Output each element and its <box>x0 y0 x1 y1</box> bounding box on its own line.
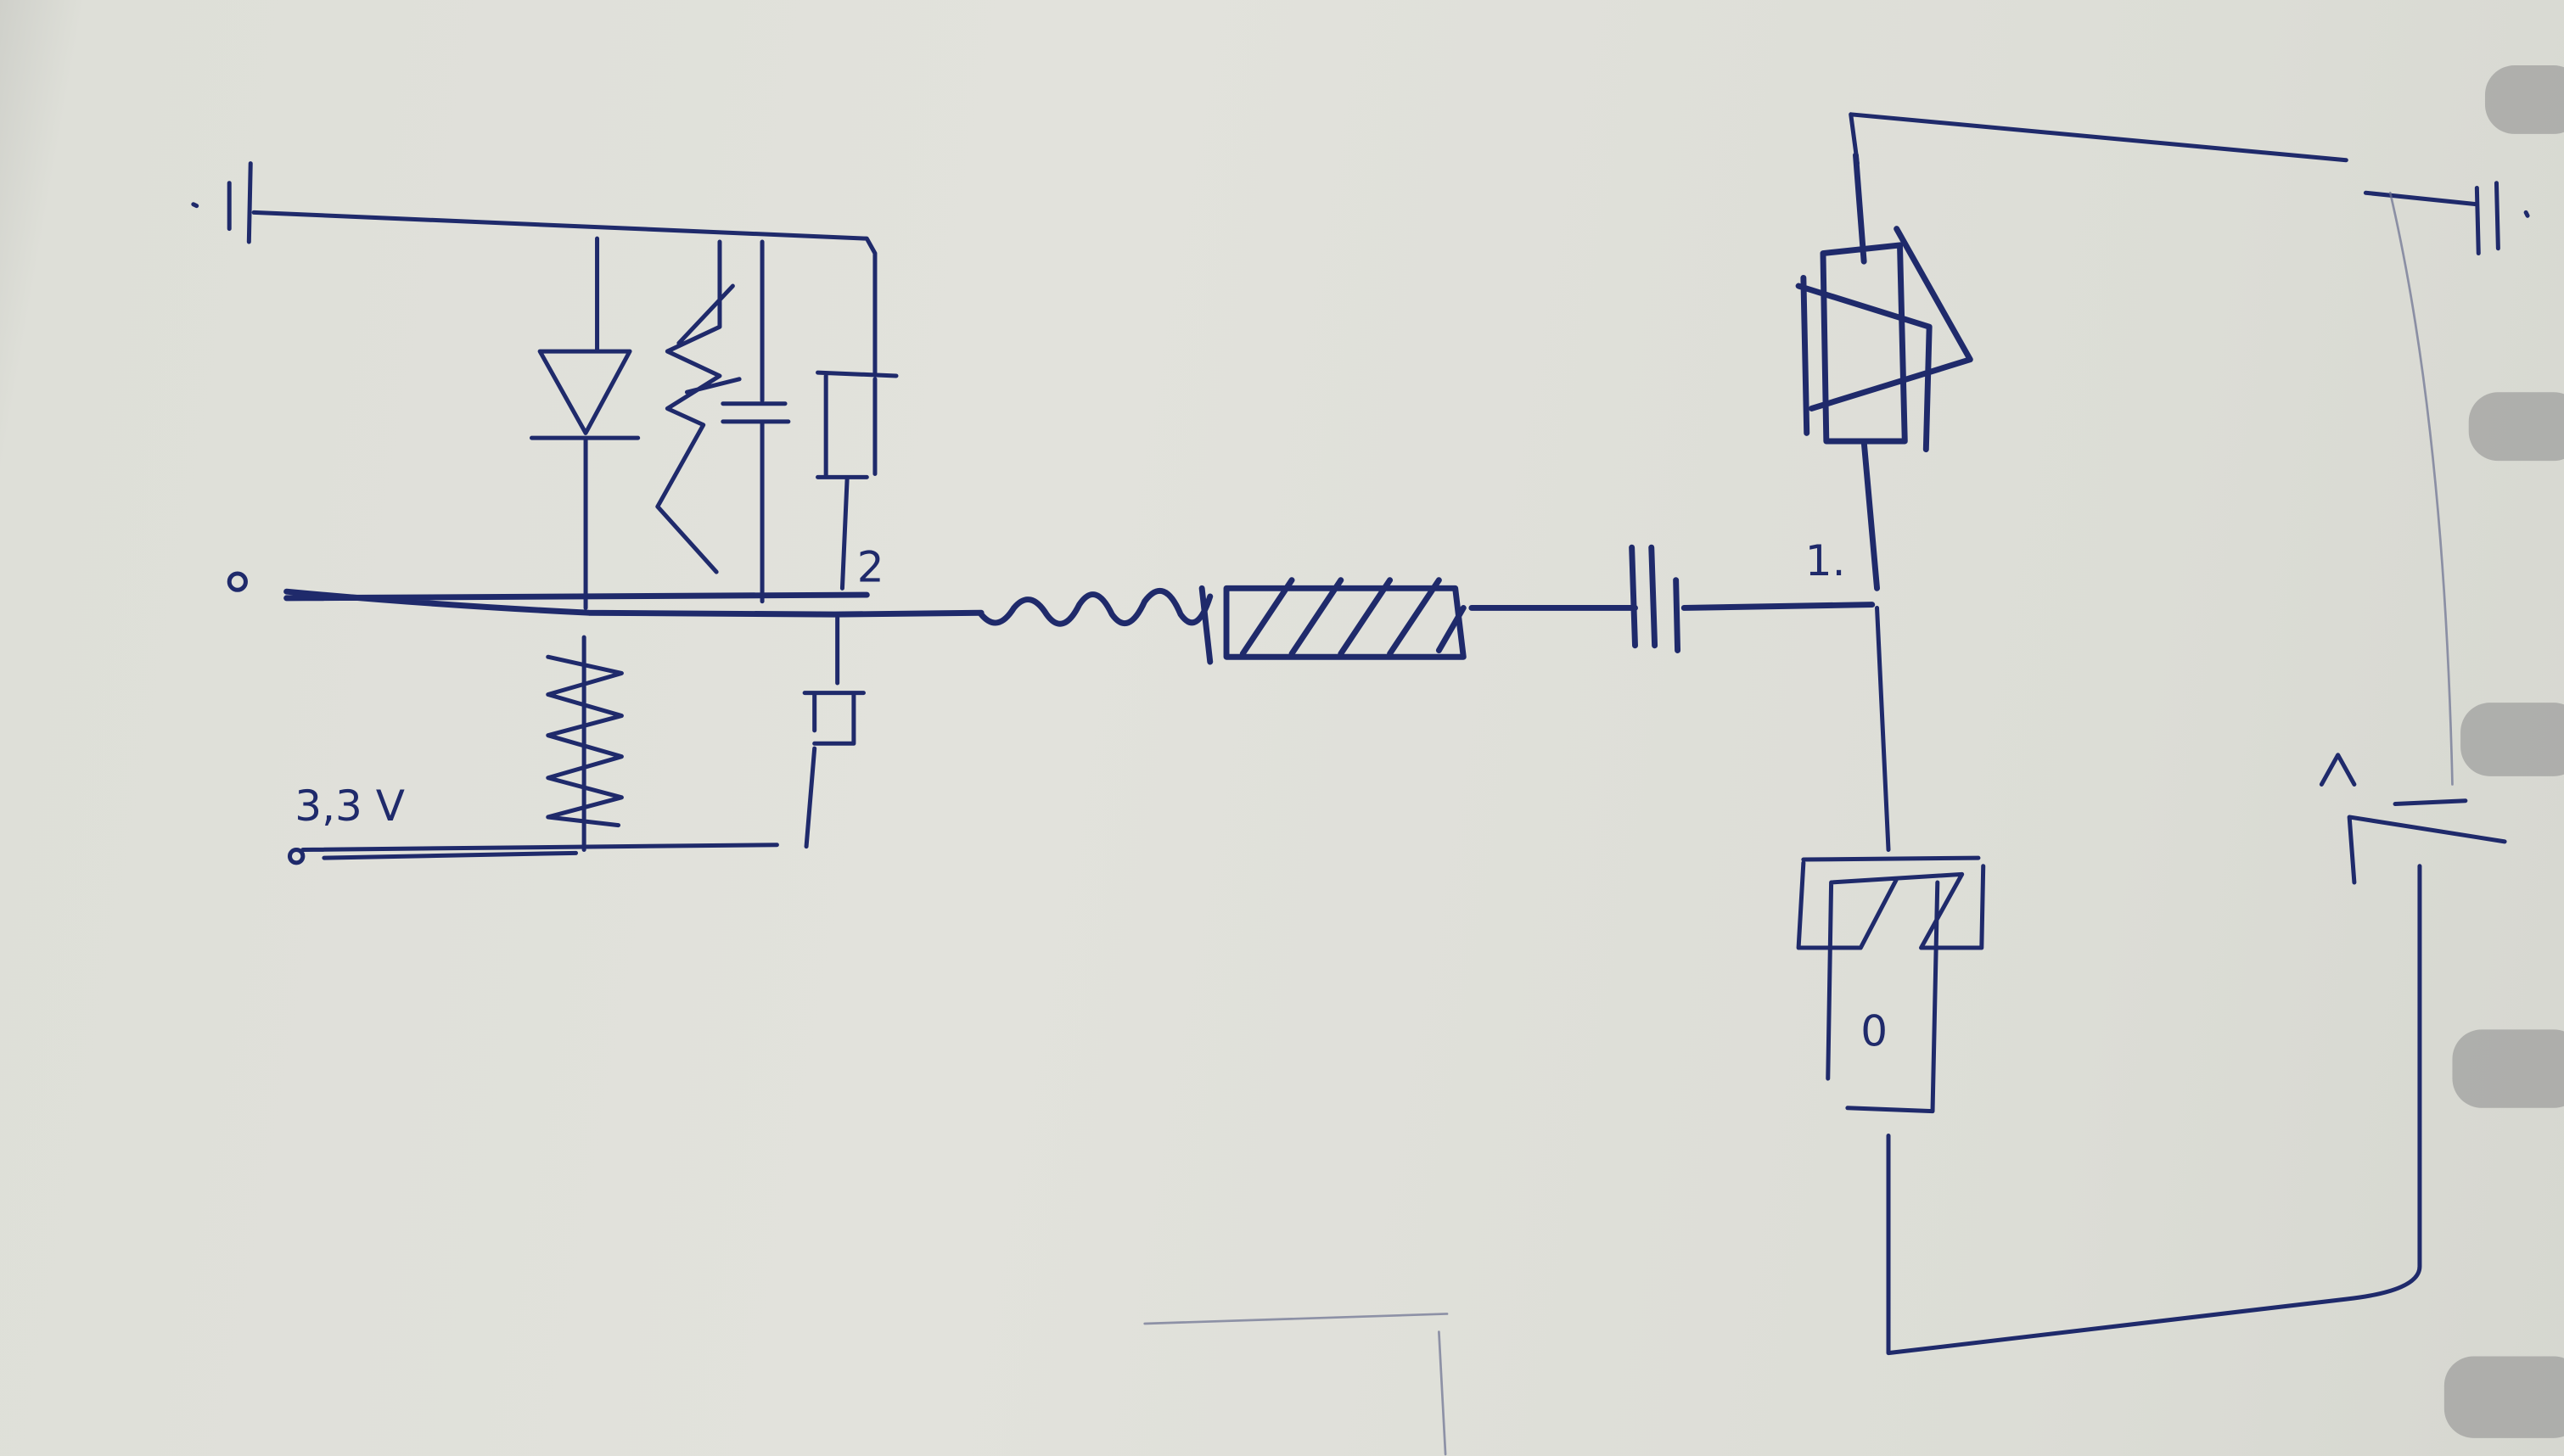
top-rail <box>251 210 878 375</box>
battery-left <box>191 161 253 244</box>
right-bottom-loop <box>1886 864 2422 1356</box>
switch <box>2319 753 2507 885</box>
box-component-bottom <box>802 615 866 849</box>
node-label-1: 1. <box>1805 536 1846 585</box>
bottom-fragment <box>1143 1313 1449 1456</box>
right-vertical-wire <box>1875 605 1891 852</box>
meter-component: 0 <box>1796 855 1986 1114</box>
box-component-top <box>816 370 899 591</box>
diode <box>529 236 641 610</box>
meter-label: 0 <box>1860 1007 1888 1056</box>
variable-resistor <box>655 239 742 574</box>
main-rail <box>283 588 1876 618</box>
terminal-bottom <box>287 847 306 865</box>
right-resistor <box>1795 152 1973 591</box>
battery-right <box>2363 181 2530 256</box>
series-coil <box>978 577 1467 665</box>
voltage-label: 3,3 V <box>295 781 405 831</box>
terminal-top <box>227 571 248 592</box>
right-top-wire <box>1849 112 2348 166</box>
bottom-rail <box>300 843 779 860</box>
faint-wire <box>2388 191 2454 786</box>
resistor-vertical <box>546 635 624 852</box>
capacitor-branch <box>721 239 791 604</box>
series-capacitor <box>1629 544 1681 653</box>
node-label-2: 2 <box>857 543 884 592</box>
binder-tabs <box>2443 65 2564 1438</box>
